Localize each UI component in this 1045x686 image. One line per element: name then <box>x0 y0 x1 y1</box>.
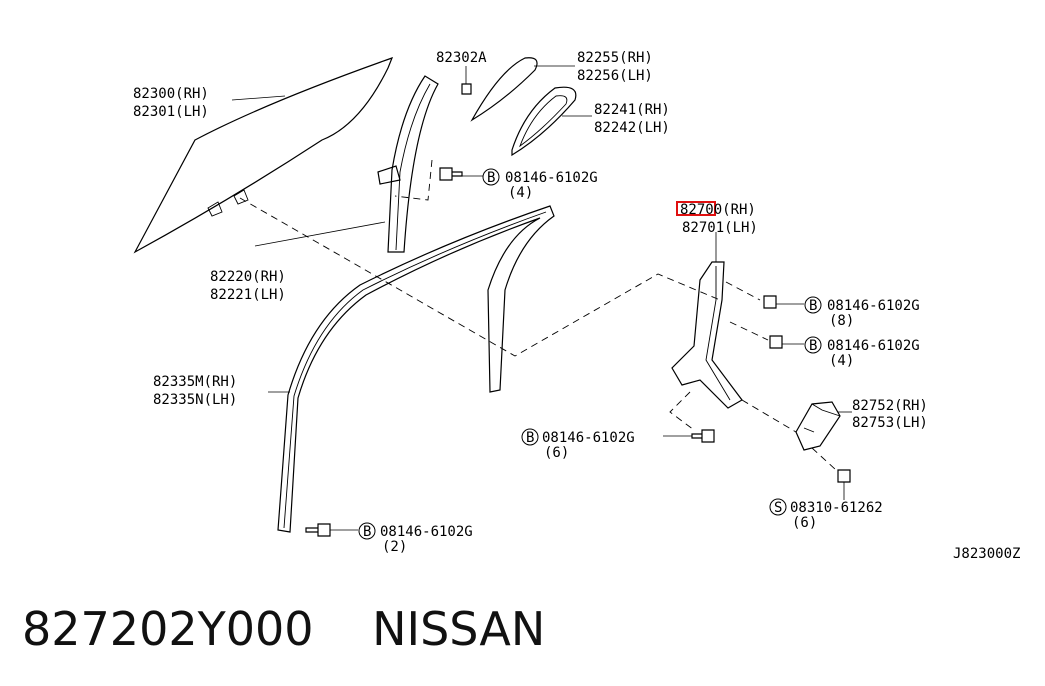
highlight-box <box>676 201 716 216</box>
label-bolt-reg1: 08146-6102G <box>827 298 920 314</box>
clip-part <box>461 66 472 95</box>
marker-b-mid: B <box>526 430 534 446</box>
marker-b-reg2: B <box>809 338 817 354</box>
label-bolt-reg2-qty: (4) <box>829 353 854 369</box>
label-bolt-bottom: 08146-6102G <box>380 524 473 540</box>
label-bolt-mid: 08146-6102G <box>542 430 635 446</box>
label-bolt-reg2: 08146-6102G <box>827 338 920 354</box>
bolt-mid <box>521 391 715 446</box>
label-clip: 82302A <box>436 50 487 66</box>
screw-part <box>769 447 851 516</box>
label-run-lh: 82335N(LH) <box>153 392 237 408</box>
label-bolt-mid-qty: (6) <box>544 445 569 461</box>
marker-b-bottom: B <box>363 524 371 540</box>
bolt-regulator-1 <box>725 281 822 314</box>
label-regulator-lh: 82701(LH) <box>682 220 758 236</box>
label-screw-qty: (6) <box>792 515 817 531</box>
label-bolt-top-qty: (4) <box>508 185 533 201</box>
motor-assembly <box>741 399 841 451</box>
label-glass-rh: 82300(RH) <box>133 86 209 102</box>
bolt-bottom <box>305 522 376 540</box>
label-sash-rh: 82220(RH) <box>210 269 286 285</box>
bolt-regulator-2 <box>729 321 822 354</box>
bolt-top <box>394 159 500 201</box>
dashed-guide <box>239 197 721 357</box>
label-motor-lh: 82753(LH) <box>852 415 928 431</box>
regulator-assembly <box>671 261 743 409</box>
label-run-rh: 82335M(RH) <box>153 374 237 390</box>
label-motor-rh: 82752(RH) <box>852 398 928 414</box>
label-pad-b-rh: 82241(RH) <box>594 102 670 118</box>
glass-run <box>277 205 555 533</box>
pad-b <box>511 86 577 157</box>
part-number: 827202Y000 <box>22 602 314 656</box>
parts-diagram: 82300(RH) 82301(LH) 82302A 82220(RH) 822… <box>133 50 1020 562</box>
leader-sash <box>254 221 386 247</box>
leader-glass <box>231 95 286 101</box>
pad-a <box>470 57 538 122</box>
label-bolt-top: 08146-6102G <box>505 170 598 186</box>
label-glass-lh: 82301(LH) <box>133 104 209 120</box>
caption: 827202Y000 NISSAN <box>22 596 545 662</box>
marker-b-top: B <box>487 170 495 186</box>
label-bolt-bottom-qty: (2) <box>382 539 407 555</box>
marker-s: S <box>774 500 782 516</box>
label-pad-a-rh: 82255(RH) <box>577 50 653 66</box>
label-screw: 08310-61262 <box>790 500 883 516</box>
label-pad-b-lh: 82242(LH) <box>594 120 670 136</box>
label-pad-a-lh: 82256(LH) <box>577 68 653 84</box>
brand-name: NISSAN <box>372 602 546 656</box>
door-glass <box>133 56 394 254</box>
label-sash-lh: 82221(LH) <box>210 287 286 303</box>
label-bolt-reg1-qty: (8) <box>829 313 854 329</box>
label-regulator-rh: 82700(RH) <box>680 202 756 218</box>
marker-b-reg1: B <box>809 298 817 314</box>
sash-guide <box>377 75 439 253</box>
diagram-code: J823000Z <box>953 546 1020 562</box>
